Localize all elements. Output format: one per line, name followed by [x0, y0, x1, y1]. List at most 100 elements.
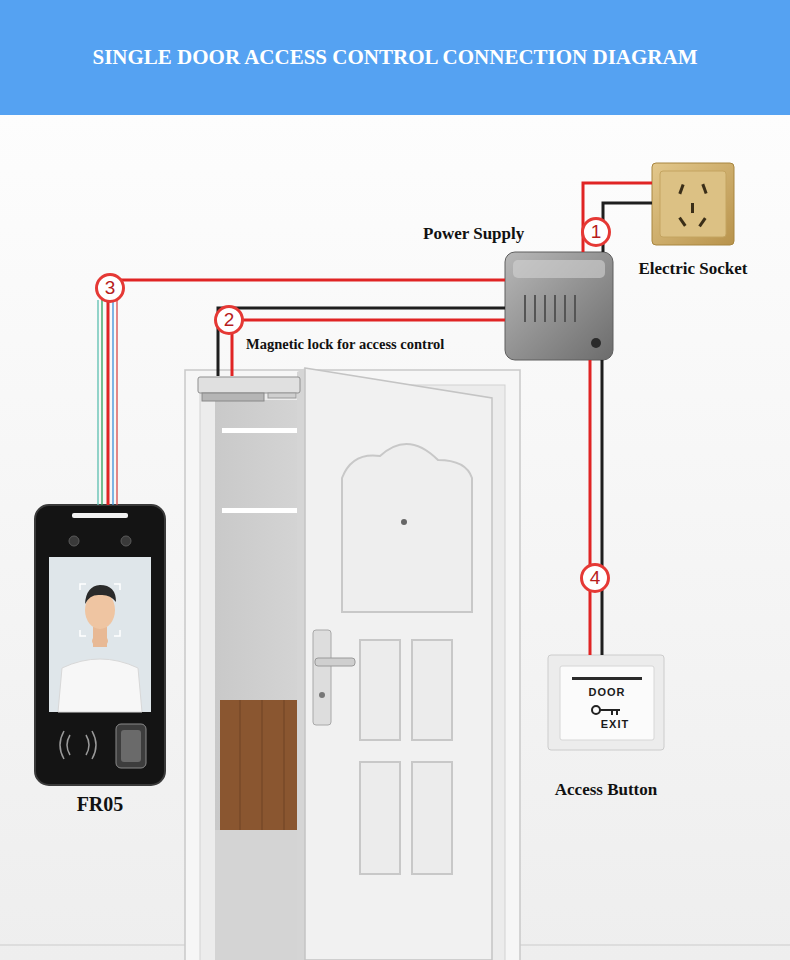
- button-face: [560, 666, 654, 740]
- exit-button: [548, 655, 664, 750]
- door-panel: [412, 640, 452, 740]
- device-box: Electric Socket: [652, 163, 734, 245]
- vent: [534, 295, 536, 322]
- power-supply: [505, 252, 613, 360]
- callout-anchor: 3: [95, 273, 125, 303]
- black-wire: [601, 360, 604, 655]
- key-icon: [592, 706, 600, 714]
- socket-face: [660, 171, 726, 237]
- label-anchor: EXIT: [585, 718, 645, 731]
- person-neck: [93, 627, 107, 647]
- cabinet-grain: [284, 700, 285, 830]
- red-wire: [232, 320, 505, 376]
- wooden-cabinet: [220, 700, 305, 830]
- door-illustration: [185, 368, 520, 960]
- device-label: Magnetic lock for access control: [246, 336, 348, 353]
- dc-jack: [591, 338, 601, 348]
- callout-number: 1: [581, 217, 611, 247]
- lock-armature: [202, 393, 264, 401]
- door-peephole: [401, 519, 407, 525]
- door-panel: [412, 762, 452, 874]
- fingerprint-sensor: [116, 724, 146, 768]
- socket-hole: [691, 203, 694, 213]
- terminal-body: [35, 505, 165, 785]
- door-leaf: [305, 368, 492, 960]
- socket-hole: [678, 217, 686, 227]
- nfc-symbol: [60, 731, 96, 759]
- socket-plate: [652, 163, 734, 245]
- person-shirt: [58, 659, 142, 712]
- callout-number: 2: [214, 305, 244, 335]
- cabinet-grain: [262, 700, 263, 830]
- device-label: Access Button: [528, 780, 684, 800]
- callout-anchor: 1: [581, 217, 611, 247]
- power-supply-top: [513, 260, 605, 278]
- signal-wire: [112, 300, 113, 505]
- button-slot: [572, 677, 642, 680]
- device-box: FR05: [35, 505, 165, 785]
- face-frame: [80, 584, 120, 636]
- screen: [49, 557, 151, 712]
- device-label: Power Supply: [423, 224, 531, 244]
- vent: [574, 295, 576, 322]
- fingerprint-window: [121, 730, 141, 762]
- diagram-title: SINGLE DOOR ACCESS CONTROL CONNECTION DI…: [92, 45, 697, 70]
- key-icon: [600, 710, 620, 715]
- ceiling-light: [222, 428, 302, 433]
- wire-pair: [218, 308, 505, 376]
- lock-bracket: [268, 393, 296, 398]
- fill-light: [72, 513, 128, 518]
- red-wire: [108, 280, 505, 505]
- person-hair: [85, 585, 116, 604]
- handle-plate: [313, 630, 331, 725]
- device-label: FR05: [35, 792, 165, 816]
- signal-wire: [97, 300, 98, 505]
- camera: [69, 536, 79, 546]
- signal-wire: [116, 300, 117, 505]
- electric-socket: [652, 163, 734, 245]
- vent: [564, 295, 566, 322]
- socket-hole: [698, 217, 706, 227]
- camera: [121, 536, 131, 546]
- wire-pair: [590, 360, 602, 655]
- wire-pair: [98, 280, 505, 505]
- keyhole: [319, 692, 325, 698]
- title-bar: SINGLE DOOR ACCESS CONTROL CONNECTION DI…: [0, 0, 790, 115]
- device-label: Electric Socket: [622, 259, 764, 279]
- fr05-terminal: [35, 505, 165, 785]
- socket-hole: [678, 184, 684, 194]
- button-legend: DOOR: [577, 686, 637, 699]
- callout-number: 3: [95, 273, 125, 303]
- power-supply-body: [505, 252, 613, 360]
- red-wire: [589, 360, 592, 655]
- label-anchor: DOOR: [577, 686, 637, 699]
- magnetic-lock: [198, 377, 300, 401]
- device-box: Magnetic lock for access control: [198, 376, 300, 400]
- callout-anchor: 4: [580, 563, 610, 593]
- callout-number: 4: [580, 563, 610, 593]
- lock-body: [198, 377, 300, 393]
- ceiling-light: [222, 508, 302, 513]
- room-floor: [215, 830, 305, 960]
- button-legend: EXIT: [585, 718, 645, 731]
- device-box: Power Supply: [505, 252, 613, 360]
- signal-wire: [101, 300, 102, 505]
- vent: [544, 295, 546, 322]
- device-box: Access Button: [548, 655, 664, 750]
- socket-hole: [701, 184, 707, 194]
- door-panel: [360, 762, 400, 874]
- door-panel: [360, 640, 400, 740]
- person-hand: [92, 635, 108, 647]
- cabinet-grain: [240, 700, 241, 830]
- callout-anchor: 2: [214, 305, 244, 335]
- vent: [554, 295, 556, 322]
- header-band: [0, 0, 790, 115]
- handle-lever: [315, 658, 355, 666]
- door-arch-panel: [342, 444, 472, 612]
- button-plate: [548, 655, 664, 750]
